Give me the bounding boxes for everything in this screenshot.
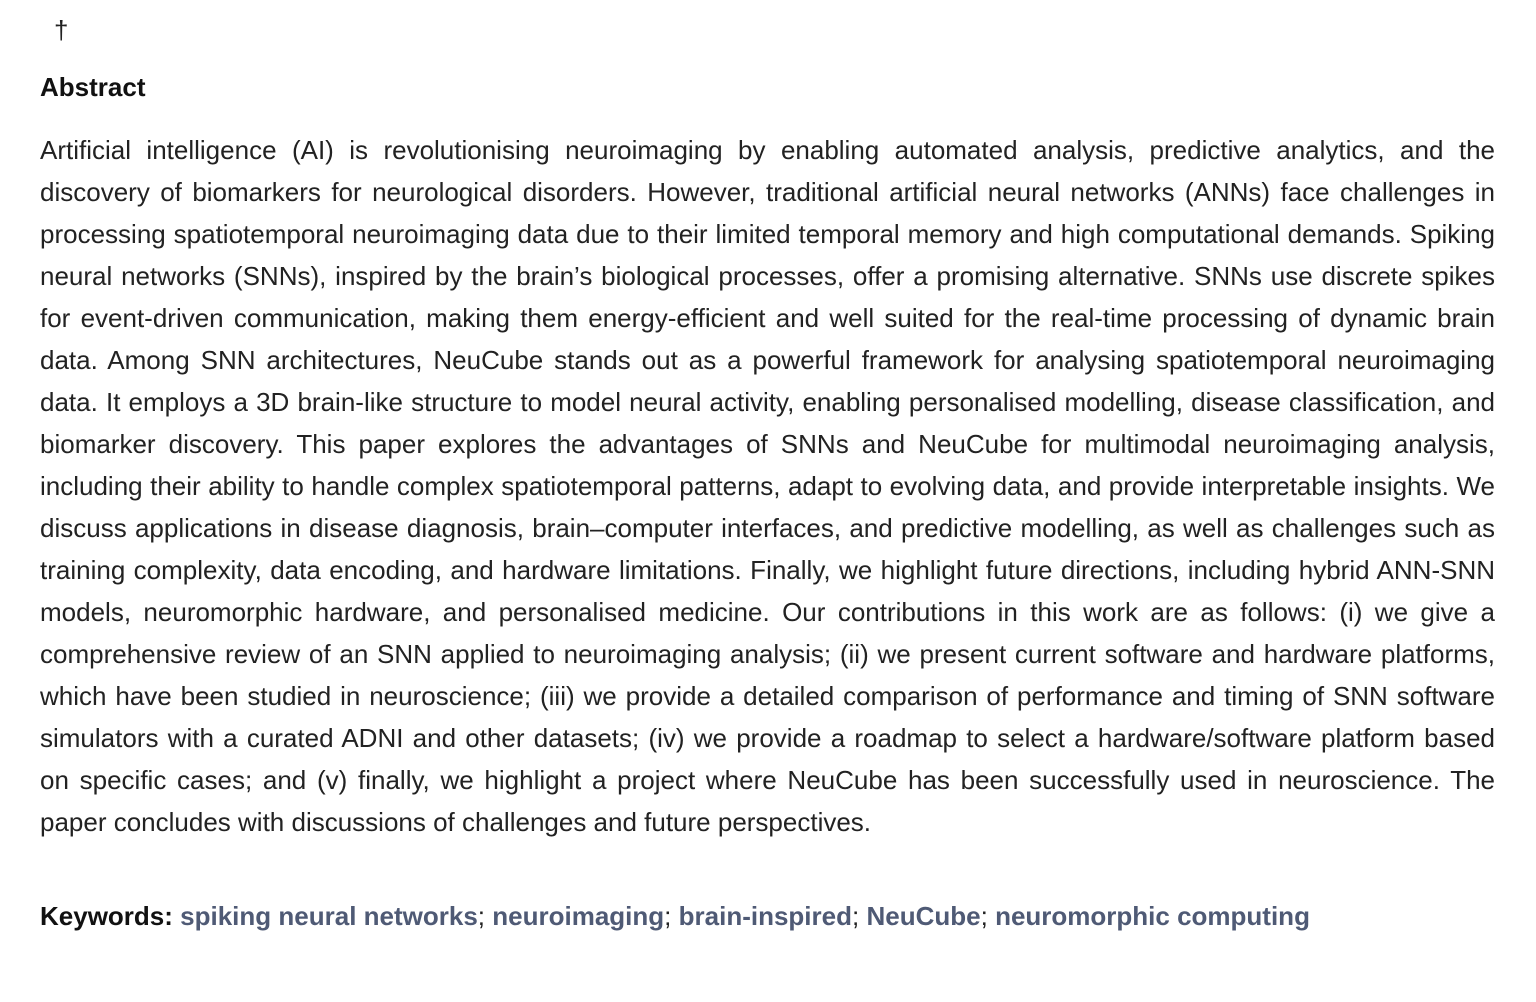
abstract-text: Artificial intelligence (AI) is revoluti… (40, 135, 1495, 837)
keywords-line: Keywords: spiking neural networks; neuro… (40, 896, 1495, 936)
abstract-heading: Abstract (40, 72, 146, 102)
keywords-label: Keywords: (40, 901, 173, 931)
keyword-link-neuroimaging[interactable]: neuroimaging (492, 901, 665, 931)
keyword-link-neucube[interactable]: NeuCube (866, 901, 981, 931)
keyword-link-brain-inspired[interactable]: brain-inspired (678, 901, 852, 931)
footnote-marker: † (54, 15, 69, 45)
keyword-separator: ; (980, 901, 988, 931)
keyword-link-neuromorphic-computing[interactable]: neuromorphic computing (995, 901, 1310, 931)
keyword-separator: ; (852, 901, 860, 931)
keyword-link-spiking-neural-networks[interactable]: spiking neural networks (180, 901, 478, 931)
keyword-separator: ; (664, 901, 672, 931)
keyword-separator: ; (477, 901, 486, 931)
